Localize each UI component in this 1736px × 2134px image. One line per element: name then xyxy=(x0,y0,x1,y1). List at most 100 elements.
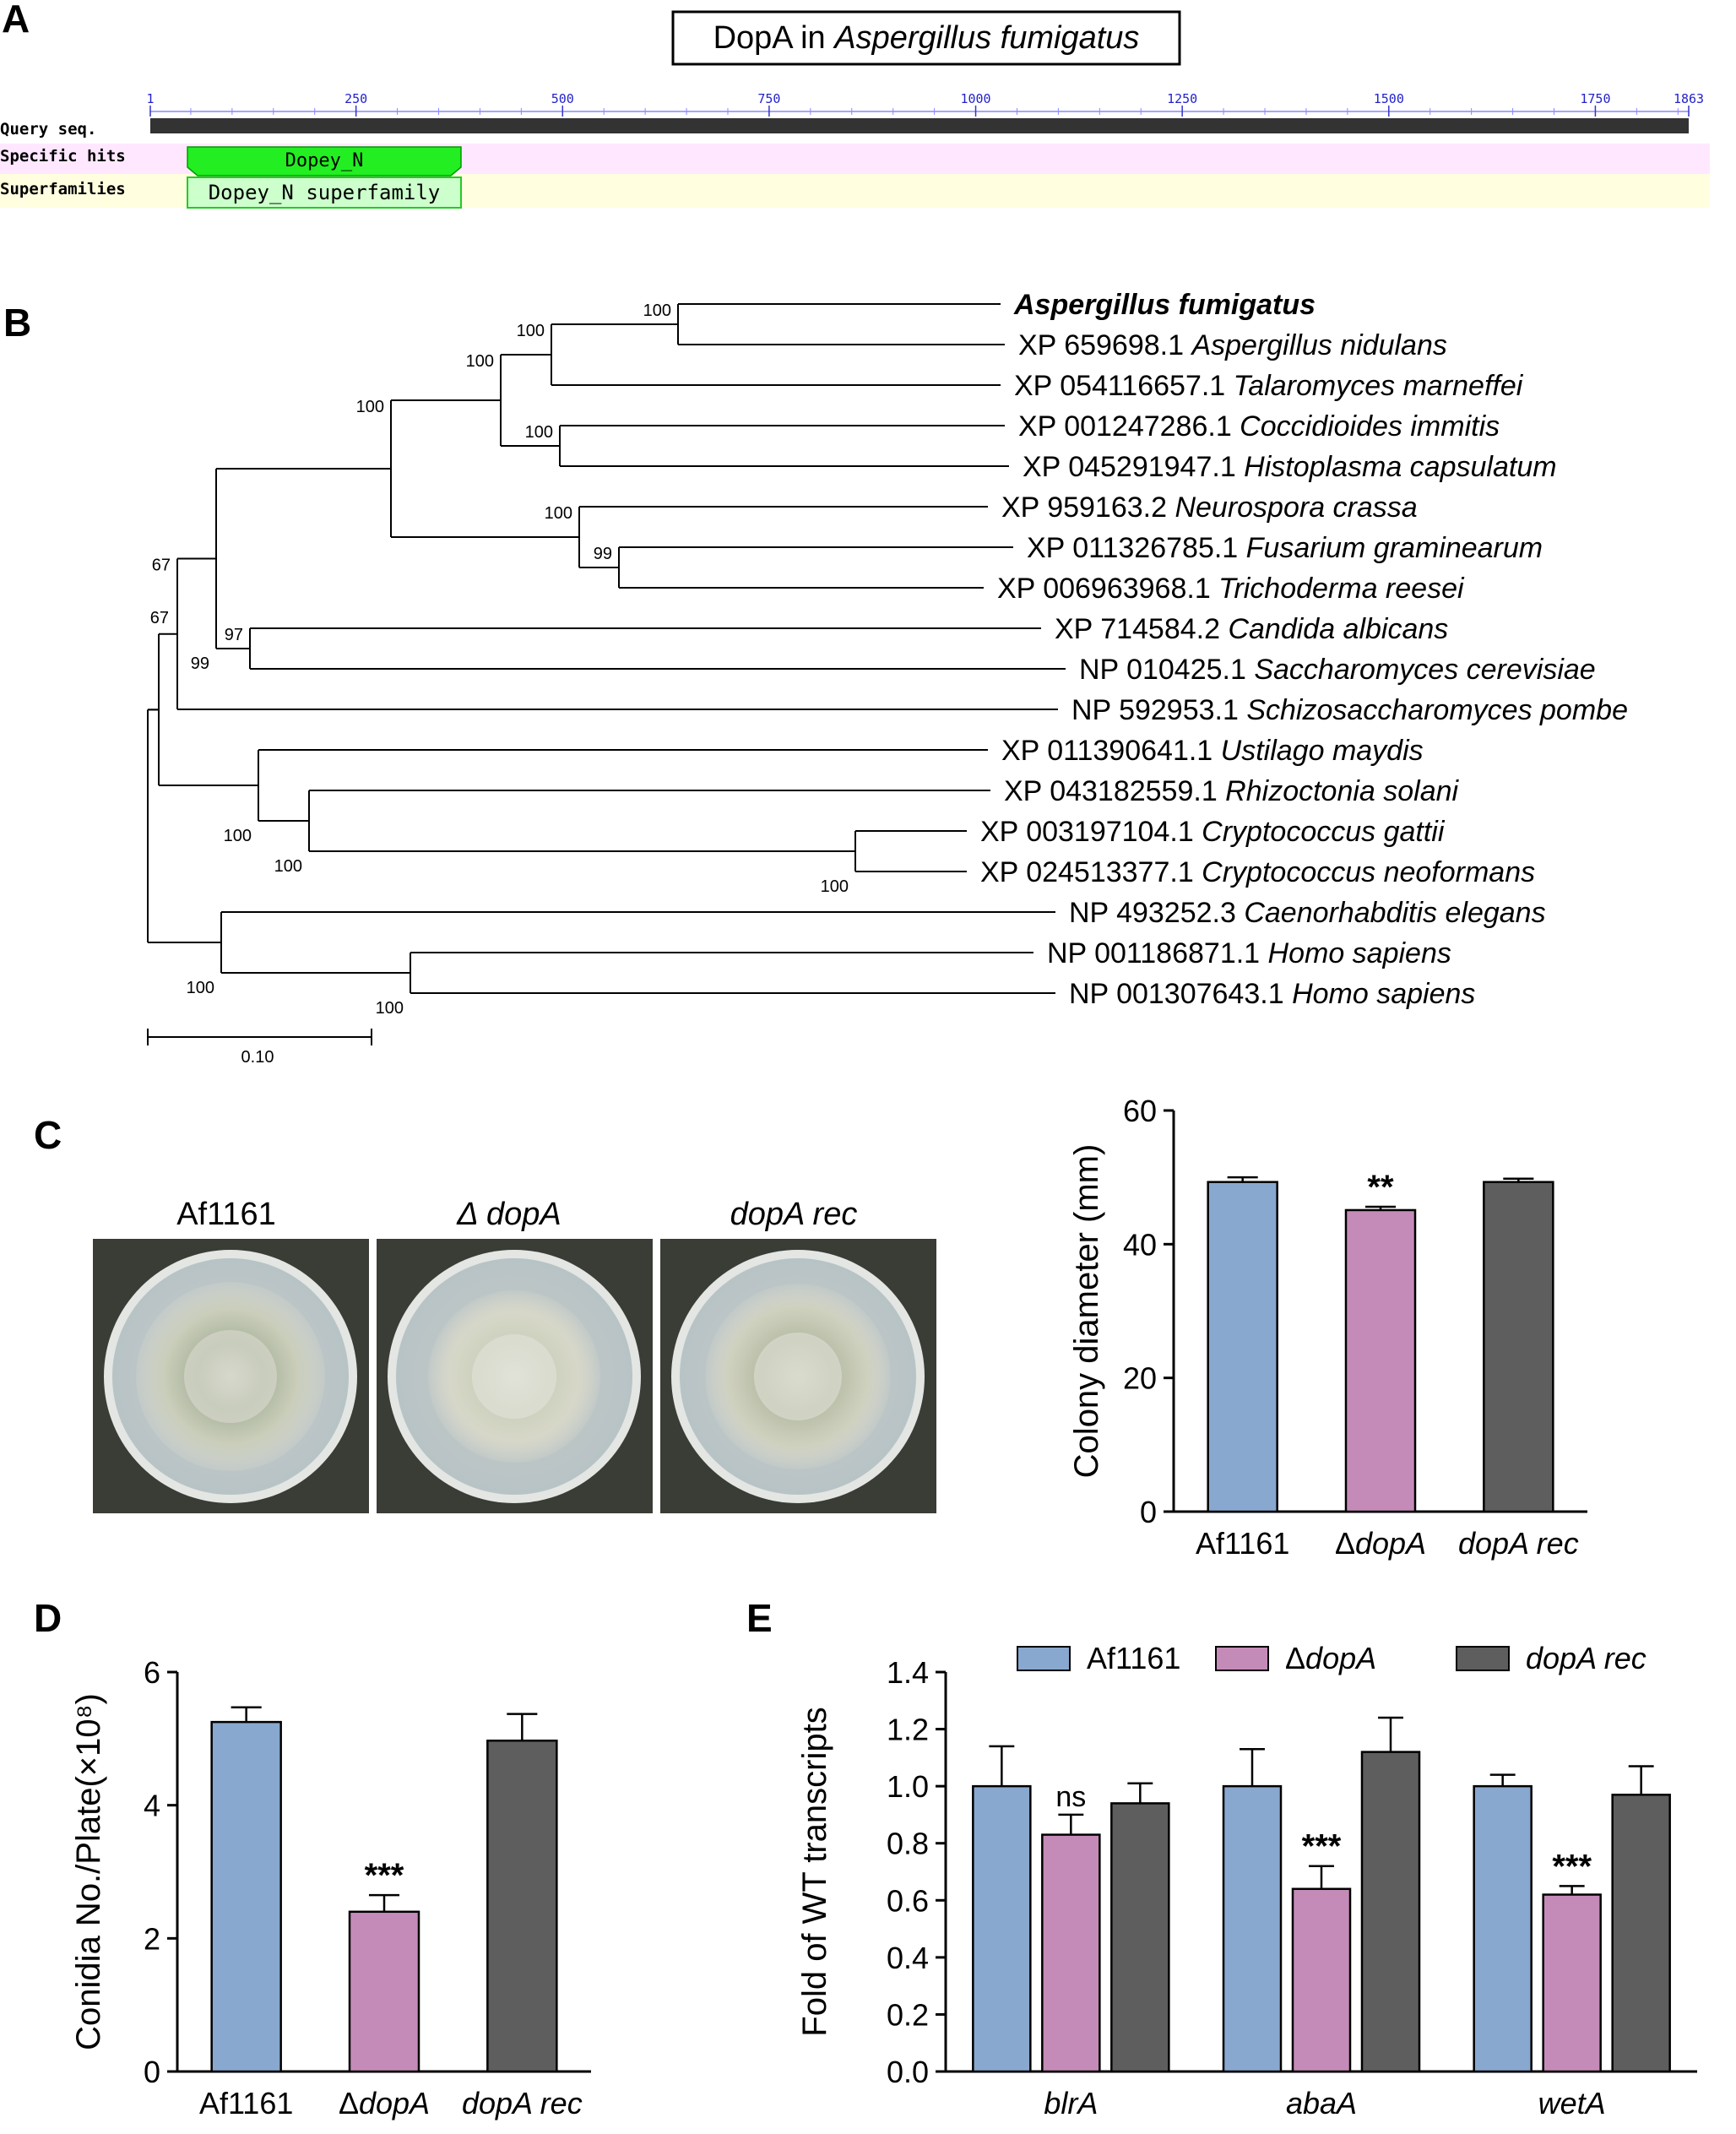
taxon-label: NP 001307643.1 Homo sapiens xyxy=(1069,978,1475,1010)
ruler-tick-label: 250 xyxy=(344,91,367,106)
legend-swatch xyxy=(1215,1646,1269,1671)
bar xyxy=(348,1910,420,2073)
taxon-accession: XP 054116657.1 xyxy=(1014,370,1234,402)
x-tick-label: Af1161 xyxy=(199,2086,293,2120)
tree-bootstrap-values: 1001001001009910010097996710010010010010… xyxy=(150,301,849,1018)
legend-swatch xyxy=(1017,1646,1071,1671)
legend-delta: Δ xyxy=(1285,1641,1305,1675)
phylogenetic-tree xyxy=(147,303,1066,994)
bootstrap-value: 100 xyxy=(466,352,494,371)
taxon-label: XP 045291947.1 Histoplasma capsulatum xyxy=(1023,451,1557,483)
y-axis-title: Fold of WT transcripts xyxy=(796,1707,833,2036)
plate-photo-dopa-rec xyxy=(660,1239,936,1513)
panel-a-letter: A xyxy=(2,0,30,41)
bar xyxy=(1291,1887,1352,2073)
taxon-species: Cryptococcus neoformans xyxy=(1202,856,1535,888)
taxon-species: Caenorhabditis elegans xyxy=(1244,897,1545,929)
legend-label: ΔdopA xyxy=(1285,1641,1376,1675)
taxon-accession: NP 001307643.1 xyxy=(1069,978,1292,1010)
y-axis-title: Conidia No./Plate(×10⁸) xyxy=(70,1693,107,2050)
panel-a-title-plain: DopA in xyxy=(713,20,835,56)
bootstrap-value: 100 xyxy=(187,979,214,997)
taxon-label: XP 659698.1 Aspergillus nidulans xyxy=(1018,329,1447,361)
bootstrap-value: 100 xyxy=(356,398,384,416)
bootstrap-value: 67 xyxy=(150,609,169,627)
legend-swatch xyxy=(1456,1646,1510,1671)
x-tick-gene: dopA xyxy=(359,2086,430,2120)
ruler-tick-label: 750 xyxy=(757,91,780,106)
significance-label: ns xyxy=(1055,1781,1086,1813)
taxon-species: Histoplasma capsulatum xyxy=(1244,451,1556,483)
y-axis-title: Colony diameter (mm) xyxy=(1068,1144,1105,1479)
taxon-species: Cryptococcus gattii xyxy=(1202,816,1446,848)
taxon-accession: XP 024513377.1 xyxy=(980,856,1202,888)
bootstrap-value: 100 xyxy=(376,999,404,1018)
bootstrap-value: 100 xyxy=(274,857,302,876)
taxon-species: Homo sapiens xyxy=(1268,937,1451,969)
x-tick-delta: Δ xyxy=(1335,1526,1355,1561)
taxon-species: Aspergillus fumigatus xyxy=(1013,289,1316,321)
legend-label: dopA rec xyxy=(1526,1641,1646,1675)
y-tick-label: 0.6 xyxy=(887,1883,929,1918)
taxon-accession: NP 010425.1 xyxy=(1079,654,1254,686)
y-tick-label: 1.4 xyxy=(887,1655,929,1690)
dopey-n-superfamily-label: Dopey_N superfamily xyxy=(209,181,441,204)
taxon-accession: NP 001186871.1 xyxy=(1047,937,1268,969)
scale-bar-label: 0.10 xyxy=(241,1048,274,1067)
ruler-tick-label: 1863 xyxy=(1674,91,1704,106)
taxon-accession: XP 003197104.1 xyxy=(980,816,1202,848)
x-tick-label: wetA xyxy=(1538,2086,1606,2120)
taxon-species: Coccidioides immitis xyxy=(1240,410,1500,443)
x-tick-label: ΔdopA xyxy=(1335,1526,1426,1561)
panel-a-title-box xyxy=(671,10,1181,66)
bootstrap-value: 100 xyxy=(517,322,545,340)
bar xyxy=(1207,1181,1278,1513)
bootstrap-value: 100 xyxy=(545,504,572,523)
ruler-tick-label: 1250 xyxy=(1167,91,1197,106)
taxon-accession: XP 043182559.1 xyxy=(1004,775,1225,807)
bar xyxy=(972,1784,1032,2073)
y-tick-label: 1.0 xyxy=(887,1769,929,1804)
ruler-tick-label: 1000 xyxy=(960,91,990,106)
dopey-n-hit-label: Dopey_N xyxy=(285,150,364,171)
taxon-species: Saccharomyces cerevisiae xyxy=(1254,654,1595,686)
legend-gene: dopA xyxy=(1305,1641,1376,1675)
taxon-label: XP 043182559.1 Rhizoctonia solani xyxy=(1004,775,1460,807)
dopey-n-hit-bar[interactable] xyxy=(187,146,462,176)
y-tick-label: 40 xyxy=(1123,1227,1157,1262)
bootstrap-value: 100 xyxy=(821,877,849,896)
x-tick-label: ΔdopA xyxy=(339,2086,430,2120)
bar xyxy=(1542,1893,1602,2073)
bootstrap-value: 99 xyxy=(594,545,612,563)
taxon-species: Trichoderma reesei xyxy=(1218,573,1465,605)
taxon-label: XP 001247286.1 Coccidioides immitis xyxy=(1018,410,1500,443)
taxon-label: NP 010425.1 Saccharomyces cerevisiae xyxy=(1079,654,1596,686)
panel-d-letter: D xyxy=(34,1596,62,1640)
significance-label: ** xyxy=(1367,1169,1394,1206)
taxon-label: XP 054116657.1 Talaromyces marneffei xyxy=(1014,370,1524,402)
taxon-accession: XP 959163.2 xyxy=(1001,491,1175,524)
bar xyxy=(1041,1833,1101,2073)
x-tick-label: dopA rec xyxy=(462,2086,583,2120)
ruler-tick-label: 500 xyxy=(551,91,574,106)
plate-label-af1161: Af1161 xyxy=(176,1197,276,1232)
taxon-label: Aspergillus fumigatus xyxy=(1013,289,1316,321)
y-tick-label: 20 xyxy=(1123,1361,1157,1396)
taxon-accession: XP 011326785.1 xyxy=(1027,532,1246,564)
specific-hits-label: Specific hits xyxy=(0,147,126,166)
dopey-n-superfamily-bar[interactable] xyxy=(187,176,462,209)
bar xyxy=(1360,1751,1421,2073)
bootstrap-value: 97 xyxy=(225,626,243,644)
y-tick-label: 0 xyxy=(1140,1495,1157,1529)
taxon-accession: XP 001247286.1 xyxy=(1018,410,1240,443)
bootstrap-value: 67 xyxy=(152,557,171,575)
plate-label-dopa-rec: dopA rec xyxy=(730,1197,858,1232)
y-tick-label: 1.2 xyxy=(887,1713,929,1747)
taxon-accession: XP 011390641.1 xyxy=(1001,735,1221,767)
